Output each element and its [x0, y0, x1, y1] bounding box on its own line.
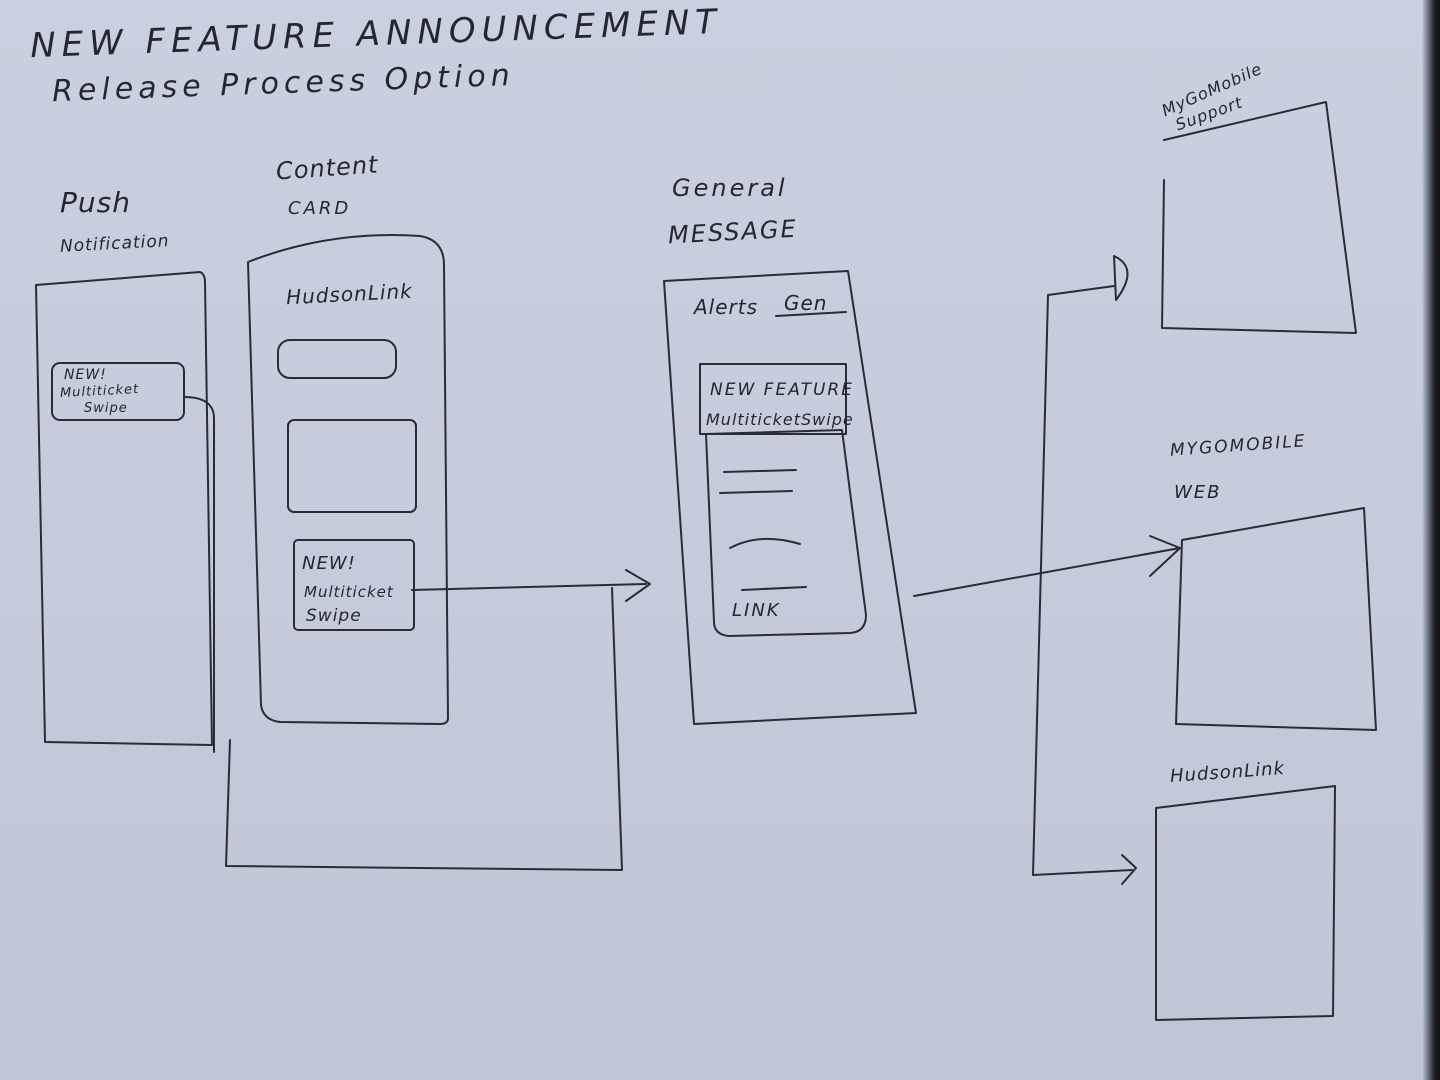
body-text-line: [741, 586, 807, 591]
tab-alerts: Alerts: [694, 295, 759, 319]
arrow-head-support: [1113, 255, 1129, 301]
body-text-line: [729, 537, 801, 549]
content-card-line: Swipe: [306, 606, 362, 626]
content-card-outer-frame: [225, 587, 623, 871]
branch-connector: [1032, 285, 1133, 876]
general-message-link: LINK: [732, 600, 781, 621]
content-card-slot-1: [277, 339, 397, 379]
push-label: Push: [60, 186, 131, 219]
push-connector: [183, 396, 216, 753]
push-notification-line: Swipe: [84, 401, 128, 416]
general-tab-underline: [775, 311, 847, 317]
general-message-body: [705, 429, 867, 637]
push-notification-line: NEW!: [64, 367, 107, 383]
general-message-phone-frame: [663, 270, 917, 725]
general-banner-line: MultiticketSwipe: [706, 410, 854, 429]
arrow-head-web: [1149, 535, 1181, 577]
paper-edge-shadow: [1422, 0, 1440, 1080]
body-text-line: [723, 469, 797, 473]
body-text-line: [719, 490, 793, 494]
general-banner-line: NEW FEATURE: [710, 380, 854, 400]
content-card-phone-frame: [247, 234, 449, 725]
content-card-line: Multiticket: [304, 583, 394, 601]
tab-general: Gen: [784, 291, 828, 315]
content-card-label-sub: CARD: [288, 198, 352, 219]
arrow-head-hudson: [1121, 854, 1137, 885]
arrow-head-general-message: [625, 569, 651, 602]
web-screen-frame: [1175, 507, 1377, 731]
push-phone-frame: [35, 271, 213, 746]
content-card-line: NEW!: [302, 553, 356, 574]
hudson-screen-frame: [1155, 785, 1336, 1021]
support-screen-frame: [1161, 101, 1357, 334]
content-card-slot-2: [287, 419, 417, 513]
arrow-to-general-message: [411, 583, 647, 591]
web-label-sub: WEB: [1174, 482, 1222, 503]
push-notification-box: [51, 362, 185, 421]
arrow-to-web: [913, 547, 1181, 597]
general-message-banner: [699, 363, 847, 435]
general-message-label: General: [672, 174, 788, 202]
content-card-new-card: [293, 539, 415, 631]
